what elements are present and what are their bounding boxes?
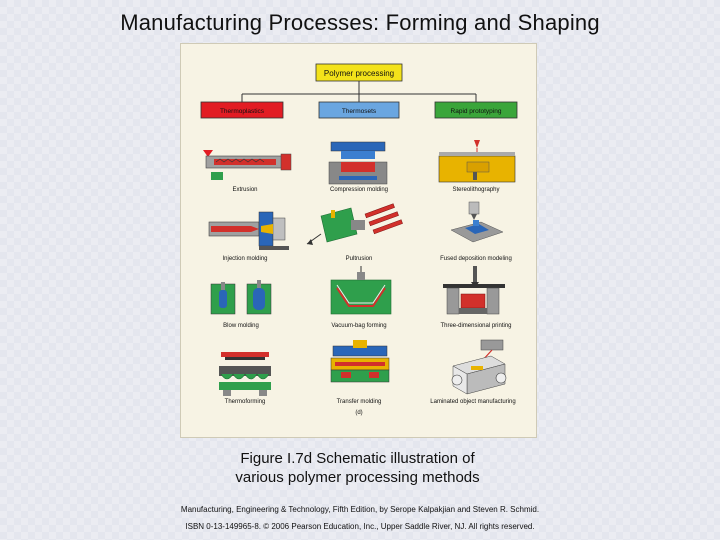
category-thermosets: Thermosets [318, 101, 400, 119]
stereolithography-illustration [438, 140, 516, 183]
fused-deposition-modeling-illustration [450, 201, 504, 243]
tree-connectors [241, 81, 477, 102]
category-label-thermoplastics: Thermoplastics [220, 108, 265, 115]
caption-line-1: Figure I.7d Schematic illustration of [240, 450, 475, 467]
laminated-object-manufacturing-illustration [451, 339, 507, 395]
process-label-fused-deposition-modeling: Fused deposition modeling [440, 256, 512, 262]
compression-molding-illustration [328, 141, 388, 185]
injection-molding-illustration [208, 211, 289, 250]
category-label-thermosets: Thermosets [342, 108, 377, 115]
process-label-extrusion: Extrusion [232, 187, 257, 193]
slide-title: Manufacturing Processes: Forming and Sha… [120, 10, 600, 35]
category-label-rapid-prototyping: Rapid prototyping [451, 108, 502, 115]
transfer-molding-illustration [330, 340, 390, 383]
vacuum-bag-forming-illustration [330, 266, 392, 315]
credit-line-2: ISBN 0-13-149965-8. © 2006 Pearson Educa… [185, 522, 535, 531]
process-label-laminated-object-manufacturing: Laminated object manufacturing [430, 399, 515, 405]
process-label-blow-molding: Blow molding [223, 323, 259, 329]
process-label-compression-molding: Compression molding [330, 187, 388, 193]
process-label-pultrusion: Pultrusion [346, 256, 373, 262]
process-label-injection-molding: Injection molding [222, 256, 267, 262]
thermoforming-illustration [219, 352, 271, 396]
process-label-thermoforming: Thermoforming [225, 399, 266, 405]
process-label-three-dimensional-printing: Three-dimensional printing [440, 323, 511, 329]
process-label-stereolithography: Stereolithography [452, 187, 499, 193]
extrusion-illustration [203, 150, 292, 180]
blow-molding-illustration [210, 280, 272, 315]
process-label-vacuum-bag-forming: Vacuum-bag forming [331, 323, 386, 329]
category-thermoplastics: Thermoplastics [200, 101, 284, 119]
polymer-processing-figure: Polymer processing Thermoplastics Thermo… [180, 43, 537, 438]
credit-line-1: Manufacturing, Engineering & Technology,… [180, 505, 540, 514]
process-label-transfer-molding: Transfer molding [337, 399, 382, 405]
figure-caption: Figure I.7d Schematic illustration of va… [180, 449, 535, 487]
caption-line-2: various polymer processing methods [235, 469, 480, 486]
root-node: Polymer processing [315, 63, 403, 82]
root-label: Polymer processing [324, 69, 394, 78]
pultrusion-illustration [306, 203, 403, 245]
three-dimensional-printing-illustration [443, 266, 505, 315]
category-rapid-prototyping: Rapid prototyping [434, 101, 518, 119]
panel-label: (d) [355, 410, 362, 416]
